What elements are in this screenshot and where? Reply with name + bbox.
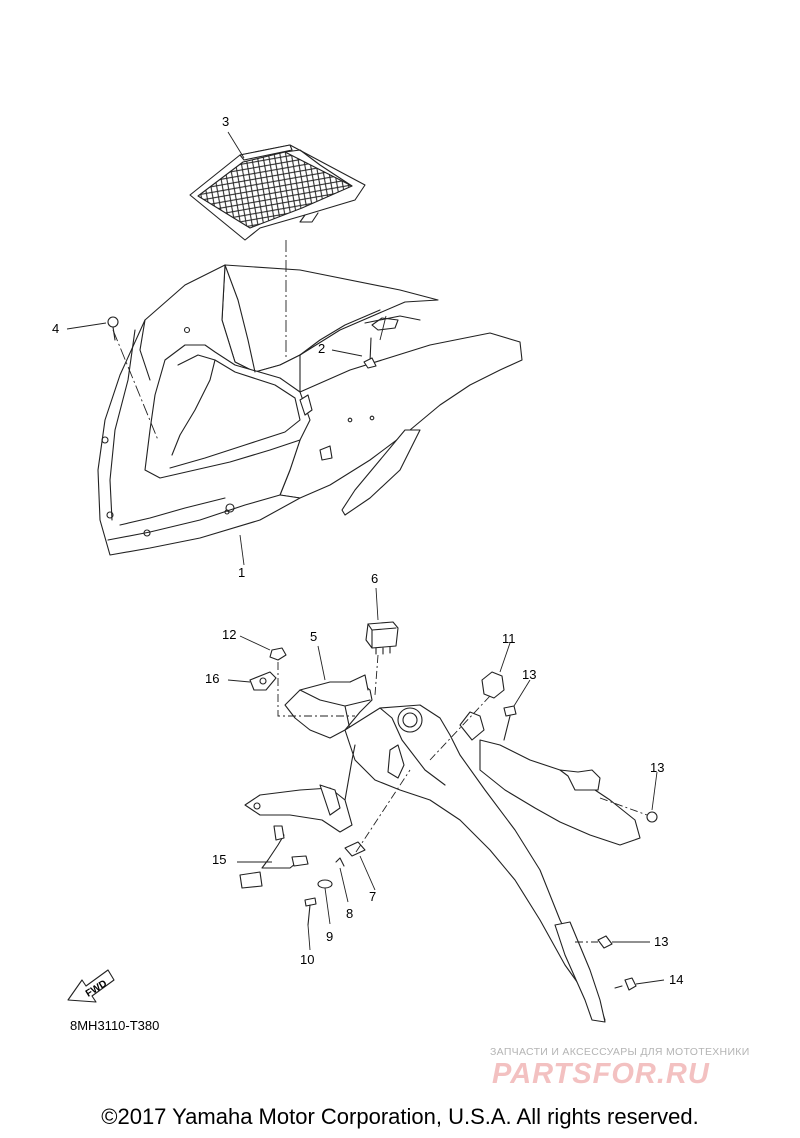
callout-part-11[interactable]: 11: [502, 631, 516, 646]
grommet-11-drawing: [481, 671, 505, 699]
harness-15-drawing: [239, 825, 309, 889]
callout-part-13c[interactable]: 13: [654, 934, 669, 949]
callout-part-7[interactable]: 7: [369, 889, 377, 904]
callout-part-3[interactable]: 3: [222, 114, 230, 129]
bolt-10-drawing: [304, 897, 317, 926]
fwd-arrow-icon: FWD: [67, 969, 115, 1003]
fastener-13b-drawing: [646, 811, 658, 823]
inner-fender-drawing: [244, 704, 641, 1023]
callout-part-13b[interactable]: 13: [650, 760, 665, 775]
callout-part-6[interactable]: 6: [371, 571, 379, 586]
callout-part-5[interactable]: 5: [310, 629, 318, 644]
plate-7-drawing: [344, 841, 366, 857]
relay-6-drawing: [365, 621, 399, 655]
watermark-logo: PARTSFOR.RU: [492, 1058, 710, 1090]
fastener-13c-drawing: [597, 935, 613, 949]
nut-12-drawing: [269, 647, 287, 661]
washer-9-drawing: [317, 879, 333, 889]
callout-part-15[interactable]: 15: [212, 852, 227, 867]
callout-part-16[interactable]: 16: [205, 671, 220, 686]
diagram-code: 8MH3110-T380: [70, 1018, 160, 1033]
callout-part-1[interactable]: 1: [238, 565, 246, 580]
callout-part-4[interactable]: 4: [52, 321, 60, 336]
callout-part-2[interactable]: 2: [318, 341, 326, 356]
callout-part-8[interactable]: 8: [346, 906, 354, 921]
callout-part-9[interactable]: 9: [326, 929, 334, 944]
callout-part-14[interactable]: 14: [669, 972, 684, 987]
mesh-grille-drawing: [189, 144, 366, 241]
callout-part-13a[interactable]: 13: [522, 667, 537, 682]
watermark-tagline: ЗАПЧАСТИ И АКСЕССУАРЫ ДЛЯ МОТОТЕХНИКИ: [490, 1046, 750, 1058]
fastener-14-drawing: [614, 977, 637, 991]
callout-part-10[interactable]: 10: [300, 952, 315, 967]
callout-part-12[interactable]: 12: [222, 627, 237, 642]
leader-lines: [66, 131, 665, 985]
copyright-notice: ©2017 Yamaha Motor Corporation, U.S.A. A…: [101, 1104, 699, 1129]
inner-bracket-5-drawing: [284, 674, 373, 739]
front-cowl-drawing: [97, 264, 523, 556]
bolt-4-drawing: [107, 316, 119, 341]
screw-2-drawing: [363, 337, 377, 369]
fastener-13a-drawing: [503, 705, 517, 741]
clamp-16-drawing: [249, 671, 277, 691]
washer-8-drawing: [335, 857, 345, 867]
